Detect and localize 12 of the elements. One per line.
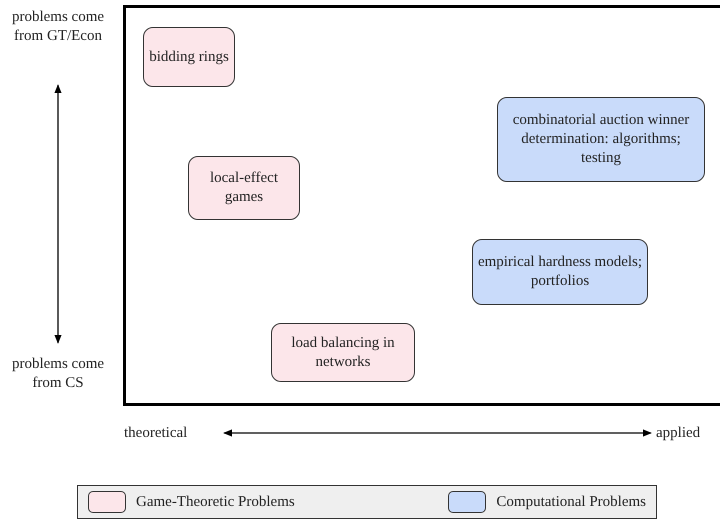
plot-frame bbox=[123, 5, 720, 406]
legend-label: Game-Theoretic Problems bbox=[136, 494, 295, 510]
problem-box: combinatorial auction winner determination: algorithms; testing bbox=[497, 97, 705, 182]
axis-label: applied bbox=[656, 424, 700, 443]
axis-label: problems come from GT/Econ bbox=[10, 8, 106, 46]
problem-box: local-effect games bbox=[188, 156, 300, 220]
problem-box: bidding rings bbox=[143, 27, 235, 87]
axis-label: problems come from CS bbox=[10, 355, 106, 393]
axis-label: theoretical bbox=[124, 424, 188, 443]
legend-label: Computational Problems bbox=[496, 494, 646, 510]
problem-box: load balancing in networks bbox=[271, 323, 415, 382]
problem-box: empirical hardness models; portfolios bbox=[472, 239, 648, 305]
